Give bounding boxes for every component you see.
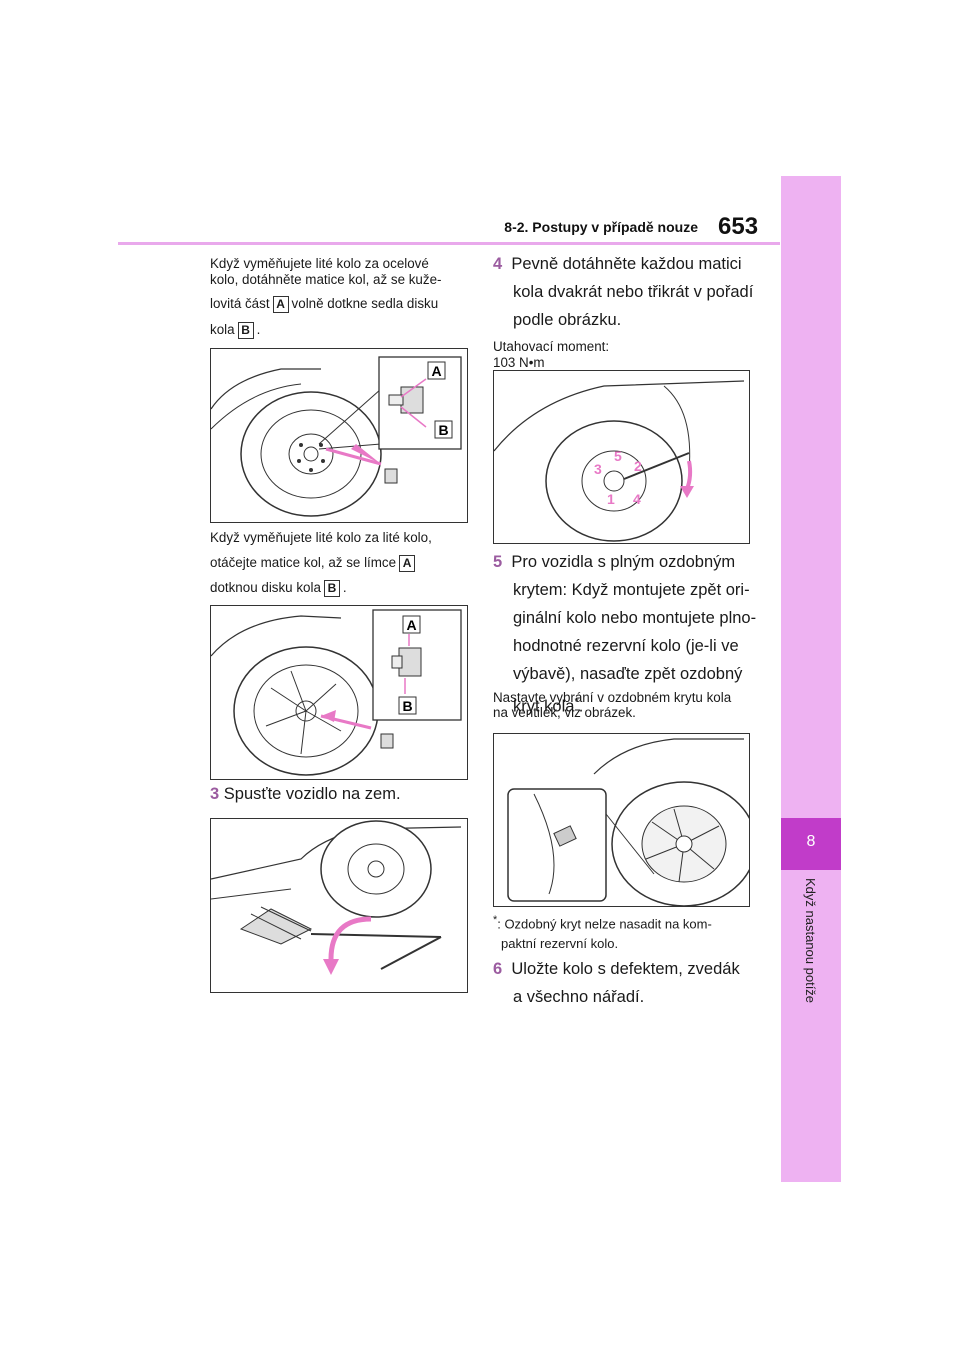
step3: 3 Spusťte vozidlo na zem. bbox=[210, 780, 401, 808]
fig1-label-a: A bbox=[431, 363, 441, 379]
step5-line6: kryt kola bbox=[513, 697, 575, 716]
figure-steel-wheel-nut: A B bbox=[210, 348, 468, 523]
figure-lower-vehicle bbox=[210, 818, 468, 993]
step5-end: . bbox=[578, 697, 584, 716]
para1-top: Když vyměňujete lité kolo za ocelové kol… bbox=[210, 256, 470, 288]
para2-line3-a: dotknou disku kola bbox=[210, 580, 321, 595]
step5-line3: ginální kolo nebo montujete plno- bbox=[513, 609, 757, 627]
step3-text: Spusťte vozidlo na zem. bbox=[223, 785, 401, 803]
step5-asterisk: * bbox=[574, 696, 579, 708]
step5-number: 5 bbox=[493, 553, 503, 571]
figure-alloy-wheel-nut: A B bbox=[210, 605, 468, 780]
illustration-jack-lowering bbox=[211, 820, 462, 975]
chapter-number: 8 bbox=[806, 833, 816, 850]
illustration-steel-wheel: A B bbox=[211, 356, 462, 517]
chapter-label-text: Když nastanou potíže bbox=[803, 878, 818, 1004]
para2-line1: Když vyměňujete lité kolo za lité kolo, bbox=[210, 530, 432, 545]
step4-line1: Pevně dotáhněte každou matici bbox=[511, 255, 742, 273]
step6-number: 6 bbox=[493, 960, 503, 978]
footnote-line2: paktní rezervní kolo. bbox=[501, 936, 619, 952]
footnote: *: Ozdobný kryt nelze nasadit na kom- pa… bbox=[493, 910, 712, 954]
figure-wheel-cover bbox=[493, 733, 750, 907]
fig2-label-b: B bbox=[402, 698, 412, 714]
torque-value: 103 N•m bbox=[493, 355, 545, 370]
step6-line1: Uložte kolo s defektem, zvedák bbox=[511, 960, 740, 978]
step5-line4: hodnotné rezervní kolo (je-li ve bbox=[513, 637, 739, 655]
step4-line2: kola dvakrát nebo třikrát v pořadí bbox=[513, 283, 754, 301]
chapter-tab bbox=[781, 818, 841, 870]
step6-line2: a všechno nářadí. bbox=[513, 988, 645, 1006]
step4: 4 Pevně dotáhněte každou matici kola dva… bbox=[493, 250, 753, 334]
torque-label: Utahovací moment: bbox=[493, 339, 610, 354]
step5: 5 Pro vozidla s plným ozdobným krytem: K… bbox=[493, 548, 756, 721]
chapter-label: Když nastanou potíže bbox=[781, 878, 841, 1098]
chapter-sidebar bbox=[781, 176, 841, 1182]
nut-order-3: 3 bbox=[594, 461, 602, 477]
para1-line4-a: kola bbox=[210, 322, 235, 337]
label-box-b-2: B bbox=[323, 579, 340, 597]
header-divider bbox=[118, 242, 780, 245]
section-title: 8-2. Postupy v případě nouze bbox=[504, 219, 698, 235]
fig2-label-a: A bbox=[406, 617, 416, 633]
footnote-mark: * bbox=[493, 914, 498, 926]
step3-number: 3 bbox=[210, 785, 220, 803]
para1-line1: Když vyměňujete lité kolo za ocelové bbox=[210, 256, 429, 271]
illustration-tightening-order: 1 2 3 4 5 bbox=[494, 380, 745, 542]
illustration-alloy-wheel: A B bbox=[211, 609, 462, 776]
footnote-line1: : Ozdobný kryt nelze nasadit na kom- bbox=[497, 916, 712, 932]
para2-line2-a: otáčejte matice kol, až se límce bbox=[210, 555, 397, 570]
cover-note-line1: Nastavte vybrání v ozdobném krytu kola bbox=[493, 690, 732, 705]
cover-note: Nastavte vybrání v ozdobném krytu kola n… bbox=[493, 690, 731, 720]
step6: 6 Uložte kolo s defektem, zvedák a všech… bbox=[493, 955, 740, 1011]
label-box-a-2: A bbox=[399, 554, 416, 572]
step4-line3: podle obrázku. bbox=[513, 311, 622, 329]
step5-line5: výbavě), nasaďte zpět ozdobný bbox=[513, 665, 743, 683]
nut-order-4: 4 bbox=[633, 491, 641, 507]
step5-line1: Pro vozidla s plným ozdobným bbox=[511, 553, 736, 571]
step5-line2: krytem: Když montujete zpět ori- bbox=[513, 581, 750, 599]
fig1-label-b: B bbox=[438, 422, 448, 438]
torque-spec: Utahovací moment: 103 N•m bbox=[493, 339, 609, 371]
para1-line3-b: volně dotkne sedla disku bbox=[291, 296, 439, 311]
para1-line3-a: lovitá část bbox=[210, 296, 270, 311]
label-box-b: B bbox=[237, 321, 254, 339]
nut-order-2: 2 bbox=[634, 458, 642, 474]
illustration-wheel-cover bbox=[507, 738, 749, 906]
page-number: 653 bbox=[718, 213, 759, 240]
para1-line4-b: . bbox=[256, 322, 261, 337]
nut-order-1: 1 bbox=[607, 491, 615, 507]
para2-line3-b: . bbox=[342, 580, 347, 595]
cover-note-line2: na ventilek, viz obrázek. bbox=[493, 705, 636, 720]
step4-number: 4 bbox=[493, 255, 503, 273]
figure-tightening-order: 1 2 3 4 5 bbox=[493, 370, 750, 544]
nut-order-5: 5 bbox=[614, 448, 622, 464]
para1-line2: kolo, dotáhněte matice kol, až se kuže- bbox=[210, 272, 442, 287]
label-box-a: A bbox=[272, 295, 289, 313]
